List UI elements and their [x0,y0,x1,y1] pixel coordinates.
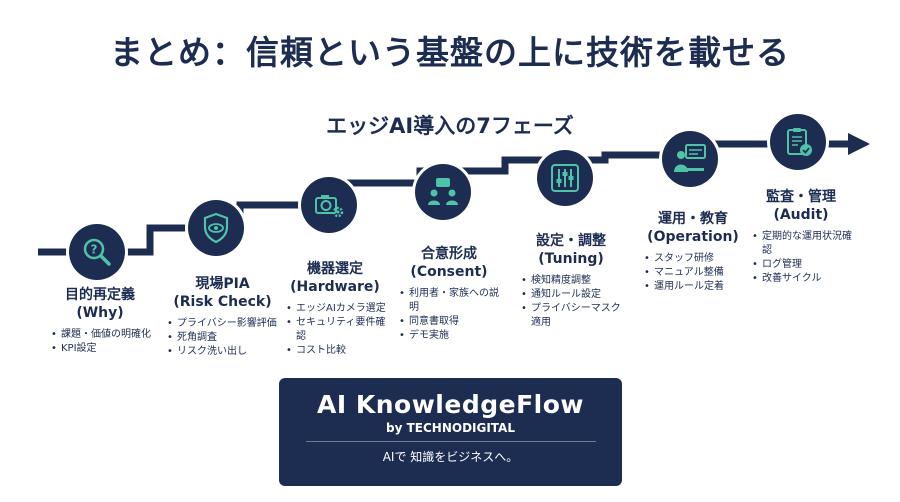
page-title: まとめ：信頼という基盤の上に技術を載せる [110,33,790,72]
step-4-circle [415,164,471,220]
step-6-circle [662,131,718,187]
brand-box: AI KnowledgeFlow by TECHNODIGITAL AIで 知識… [279,378,622,486]
brand-name: AI KnowledgeFlow [317,390,584,419]
step-7-name: 監査・管理 [766,189,836,205]
step-2: 現場PIA (Risk Check) プライバシー影響評価 死角調査 リスク洗い… [165,275,280,359]
step-1-item: KPI設定 [51,342,155,356]
people-chat-icon [428,178,458,205]
step-5-item: プライバシーマスク適用 [521,302,625,330]
magnifier-question-icon: ? [83,238,111,266]
step-5-name: 設定・調整 [536,233,606,249]
step-7-item: 定期的な運用状況確認 [752,230,856,258]
step-7-item: ログ管理 [752,258,856,272]
step-7-en: (Audit) [773,207,829,223]
step-1-name: 目的再定義 [65,287,135,303]
shield-eye-icon [203,212,229,244]
step-5-item: 通知ルール設定 [521,288,625,302]
step-2-circle [188,200,244,256]
step-6-item: スタッフ研修 [644,252,748,266]
step-5-en: (Tuning) [538,251,604,267]
step-1-en: (Why) [76,305,124,321]
step-3-item: エッジAIカメラ選定 [286,302,388,316]
step-4: 合意形成 (Consent) 利用者・家族への説明 同意書取得 デモ実施 [393,245,505,343]
step-6-item: マニュアル整備 [644,266,748,280]
step-6-en: (Operation) [647,229,739,245]
clipboard-check-icon [787,128,812,156]
step-6: 運用・教育 (Operation) スタッフ研修 マニュアル整備 運用ルール定着 [636,210,750,294]
camera-gear-icon [315,195,344,218]
step-3-circle [301,177,357,233]
step-1-circle: ? [69,224,125,280]
step-5-item: 検知精度調整 [521,274,625,288]
step-6-name: 運用・教育 [658,211,728,227]
step-3-en: (Hardware) [290,279,380,295]
step-1: 目的再定義 (Why) 課題・価値の明確化 KPI設定 [45,286,155,356]
step-2-name: 現場PIA [195,276,250,292]
step-5: 設定・調整 (Tuning) 検知精度調整 通知ルール設定 プライバシーマスク適… [515,232,627,330]
step-4-item: デモ実施 [399,329,501,343]
brand-divider [305,441,596,442]
step-1-item: 課題・価値の明確化 [51,328,155,342]
step-2-item: プライバシー影響評価 [167,317,280,331]
svg-text:?: ? [91,243,98,257]
step-5-circle [537,150,593,206]
step-2-en: (Risk Check) [173,294,272,310]
step-4-name: 合意形成 [421,246,477,262]
step-4-item: 同意書取得 [399,315,501,329]
step-3: 機器選定 (Hardware) エッジAIカメラ選定 セキュリティ要件確認 コス… [280,260,390,358]
step-3-name: 機器選定 [307,261,363,277]
step-4-item: 利用者・家族への説明 [399,287,501,315]
step-3-item: セキュリティ要件確認 [286,316,388,344]
step-6-item: 運用ルール定着 [644,280,748,294]
sliders-icon [551,164,579,192]
presenter-board-icon [674,144,706,172]
step-7-circle [770,114,826,170]
brand-by: by TECHNODIGITAL [386,421,515,435]
step-2-item: 死角調査 [167,331,280,345]
step-7-item: 改善サイクル [752,272,856,286]
step-2-item: リスク洗い出し [167,345,280,359]
brand-tagline: AIで 知識をビジネスへ。 [382,450,519,464]
step-7: 監査・管理 (Audit) 定期的な運用状況確認 ログ管理 改善サイクル [744,188,858,286]
diagram-subtitle: エッジAI導入の7フェーズ [326,114,574,138]
step-3-item: コスト比較 [286,344,388,358]
step-4-en: (Consent) [410,264,488,280]
